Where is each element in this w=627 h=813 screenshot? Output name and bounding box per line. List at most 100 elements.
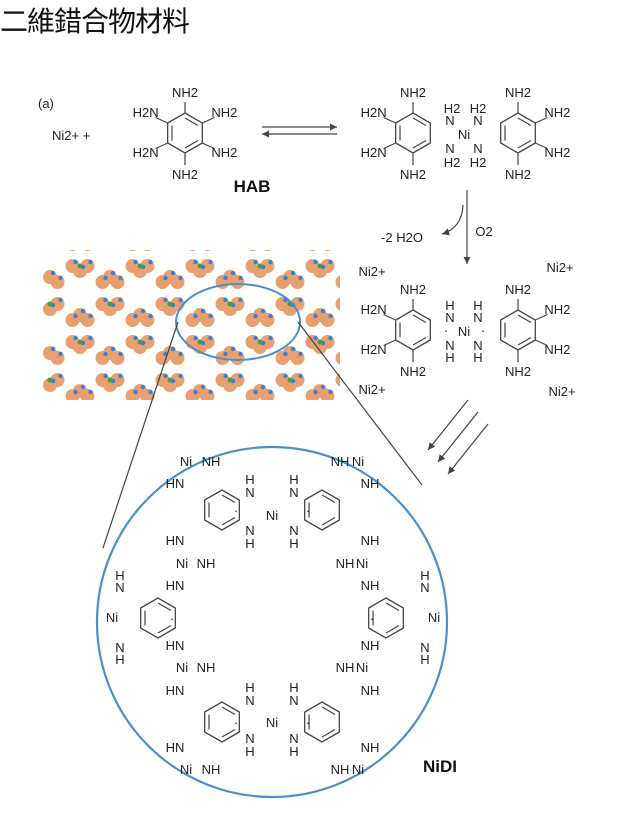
lattice-nitrogen [28,390,32,394]
double-bond [221,728,236,738]
lattice-nitrogen [403,276,407,280]
lattice-nitrogen [140,308,146,314]
lattice-nitrogen [193,335,198,341]
nh-group: NH [331,454,350,469]
lattice-nitrogen [208,238,212,242]
lattice-nitrogen [231,227,235,231]
double-bond [321,516,336,526]
lattice-nitrogen [268,238,272,242]
lattice-nitrogen [133,313,138,319]
nh-group: NH [336,660,355,675]
ni-ion: Ni2+ [358,264,385,279]
lattice-nitrogen [163,275,168,281]
lattice-nitrogen [283,351,288,357]
lattice-nitrogen [148,335,153,341]
lattice-nitrogen [298,351,303,357]
lattice-nickel [410,380,415,385]
lattice-nitrogen [110,270,116,276]
lattice-nickel [48,226,53,231]
h2: H2 [444,101,461,116]
lattice-nitrogen [313,389,318,395]
lattice-nickel [405,380,410,385]
lattice-nitrogen [223,373,228,379]
lattice-nickel [435,266,440,271]
lattice-nitrogen [283,275,288,281]
lattice-nickel [228,226,233,231]
hydrogen: H [289,744,298,759]
lattice-nitrogen [193,313,198,319]
nitrogen: N [289,523,298,538]
lattice-nickel [167,377,173,383]
lattice-nickel [80,418,85,423]
lattice-nickel [137,339,143,345]
benzene-ring [395,112,431,154]
lattice-nitrogen [133,412,137,416]
nh2: NH2 [505,364,531,379]
lattice-benzene [343,422,357,436]
lattice-nickel [317,339,323,345]
nickel-node: Ni [356,660,368,675]
lattice-benzene [20,313,34,327]
radical-dot: · [234,715,238,730]
lattice-nitrogen [238,351,243,357]
nickel-node: Ni [356,556,368,571]
lattice-nitrogen [163,373,168,379]
lattice-nickel [20,418,25,423]
lattice-nickel [168,226,173,231]
hn-group: NH [361,578,380,593]
lattice-nitrogen [73,313,78,319]
lattice-nitrogen [118,351,123,357]
nitrogen: N [445,141,454,156]
lattice-nitrogen [388,390,392,394]
double-bond [517,139,532,149]
nh2: NH2 [544,105,570,120]
lattice-nitrogen [403,298,407,302]
nickel-node: Ni [176,556,188,571]
lattice-benzene [335,373,340,387]
lattice-nitrogen [193,259,198,265]
lattice-nitrogen [328,313,333,319]
double-bond [321,494,336,504]
lattice-nitrogen [80,384,86,390]
lattice-nitrogen [320,308,326,314]
radical-dot: · [234,503,238,518]
lattice-benzene [335,351,340,365]
lattice-nitrogen [433,412,437,416]
double-bond [412,336,427,346]
lattice-benzene [456,351,470,365]
nitrogen: N [445,310,454,325]
nickel-node: Ni [180,762,192,777]
lattice-nitrogen [178,373,183,379]
ni-ion: Ni2+ [546,260,573,275]
lattice-nitrogen [298,373,303,379]
lattice-nitrogen [193,389,198,395]
double-bond [321,706,336,716]
bond [383,339,396,347]
zoom-ellipse [175,283,301,361]
hydrogen: H [245,536,254,551]
page-title: 二維錯合物材料 [0,5,190,38]
lattice-benzene [260,411,274,425]
h2n-upper-left: H2N [133,105,159,120]
lattice-nitrogen [238,297,243,303]
reactant-ni-ion: Ni2+ + [52,128,90,143]
nickel-center: Ni [458,324,470,339]
lattice-benzene [426,411,440,425]
radical-dot: · [306,715,310,730]
honeycomb-lattice [20,226,470,436]
lattice-nitrogen [418,352,422,356]
benzene-ring [368,597,404,639]
hydrogen: H [289,536,298,551]
lattice-benzene [68,250,77,251]
lattice-nitrogen [411,379,415,383]
lattice-nickel [317,263,323,269]
lattice-nitrogen [373,412,377,416]
bond [535,339,548,347]
double-bond [157,602,172,612]
lattice-benzene [20,237,34,251]
benzene-ring [500,112,536,154]
lattice-nickel [197,263,203,269]
lattice-nitrogen [351,271,355,275]
ligand-name-hab: HAB [234,177,271,196]
lattice-benzene [403,422,417,436]
